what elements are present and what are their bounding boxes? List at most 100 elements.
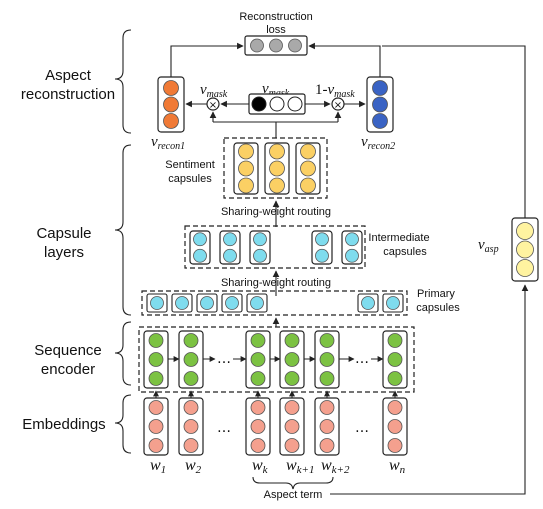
- times-sign-right: ×: [334, 100, 342, 111]
- mask-unit-on: [251, 96, 267, 112]
- v-mask-label-left: vmask: [200, 82, 228, 100]
- sentiment-capsules-group: [223, 137, 328, 199]
- reconstruction-loss-label-line1: Reconstruction: [239, 11, 312, 23]
- section-embeddings: Embeddings: [22, 416, 105, 433]
- embedding-unit: [250, 419, 266, 434]
- v-asp-label: vasp: [478, 237, 499, 255]
- sentiment-capsule-unit: [238, 160, 254, 177]
- asp-unit: [516, 240, 534, 259]
- embedding-unit: [148, 438, 164, 453]
- sentiment-to-mask-connector: [213, 121, 338, 138]
- v-recon1-label: vrecon1: [151, 134, 185, 152]
- word-label: wk: [252, 457, 269, 476]
- encoder-unit: [284, 371, 300, 386]
- embedding-unit: [148, 419, 164, 434]
- encoder-unit: [148, 352, 164, 367]
- word-label: wk+2: [321, 457, 350, 476]
- section-sequence-encoder-line2: encoder: [41, 361, 95, 378]
- primary-capsules-label-line1: Primary: [417, 288, 455, 300]
- asp-unit: [516, 259, 534, 277]
- section-capsule-layers-line2: layers: [44, 244, 84, 261]
- primary-capsules-label-line2: capsules: [416, 302, 460, 314]
- primary-capsules-group: [141, 290, 408, 316]
- encoder-columns: ……: [143, 330, 408, 398]
- section-aspect-reconstruction-line1: Aspect: [45, 67, 92, 84]
- reconstruction-loss-label-line2: loss: [266, 24, 286, 36]
- embedding-ellipsis: …: [217, 420, 231, 436]
- encoder-unit: [183, 371, 199, 386]
- loss-unit: [250, 38, 264, 53]
- embedding-ellipsis: …: [355, 420, 369, 436]
- mask-unit-off: [269, 96, 285, 112]
- embedding-unit: [284, 438, 300, 453]
- recon2-unit: [372, 80, 388, 96]
- sentiment-capsule-unit: [300, 177, 316, 194]
- mask-unit-off: [287, 96, 303, 112]
- primary-capsule-row: [146, 293, 404, 313]
- word-label: w1: [150, 457, 166, 476]
- recon1-unit: [163, 113, 179, 129]
- word-label: wk+1: [286, 457, 314, 476]
- primary-capsule-unit: [175, 296, 189, 310]
- bracket-embeddings: [114, 394, 132, 454]
- embedding-unit: [183, 400, 199, 415]
- sentiment-capsule-unit: [300, 160, 316, 177]
- sentiment-capsule-unit: [269, 177, 285, 194]
- encoder-unit: [250, 371, 266, 386]
- word-label: wn: [389, 457, 406, 476]
- embedding-unit: [387, 419, 403, 434]
- encoder-unit: [250, 333, 266, 348]
- sentiment-capsule-unit: [238, 177, 254, 194]
- primary-capsule-unit: [386, 296, 400, 310]
- primary-capsule-unit: [250, 296, 264, 310]
- encoder-unit: [183, 333, 199, 348]
- asp-unit: [516, 222, 534, 240]
- intermediate-capsule-unit: [253, 248, 267, 263]
- recon1-unit: [163, 96, 179, 113]
- recon2-unit: [372, 96, 388, 113]
- embedding-unit: [183, 419, 199, 434]
- embedding-unit: [387, 438, 403, 453]
- intermediate-capsule-unit: [345, 248, 359, 263]
- section-sequence-encoder-line1: Sequence: [34, 342, 102, 359]
- bracket-capsule-layers: [114, 144, 132, 316]
- primary-capsule-unit: [200, 296, 214, 310]
- aspect-term-brace: [252, 476, 334, 490]
- bracket-sequence-encoder: [114, 321, 132, 386]
- primary-capsule-unit: [361, 296, 375, 310]
- intermediate-capsule-unit: [345, 232, 359, 247]
- sequence-encoder-group: [138, 326, 415, 393]
- encoder-unit: [250, 352, 266, 367]
- aspect-to-loss-line: [382, 45, 526, 218]
- encoder-ellipsis: …: [217, 351, 231, 367]
- recon2-to-loss-arrow: [308, 42, 381, 77]
- recon2-unit: [372, 113, 388, 129]
- sentiment-capsule-columns: [233, 142, 321, 195]
- intermediate-capsule-unit: [193, 248, 207, 263]
- encoder-unit: [284, 333, 300, 348]
- intermediate-capsule-unit: [315, 248, 329, 263]
- word-label: w2: [185, 457, 202, 476]
- sentiment-capsule-unit: [269, 160, 285, 177]
- intermediate-capsule-unit: [223, 232, 237, 247]
- embedding-unit: [284, 400, 300, 415]
- embedding-unit: [319, 438, 335, 453]
- embedding-unit: [183, 438, 199, 453]
- one-minus-v-mask-label: 1-vmask: [315, 82, 355, 100]
- encoder-unit: [284, 352, 300, 367]
- sentiment-capsules-label-line2: capsules: [168, 173, 212, 185]
- encoder-unit: [319, 333, 335, 348]
- embedding-columns: ……: [143, 397, 408, 456]
- sentiment-capsule-unit: [300, 143, 316, 160]
- word-labels: w1 w2 wk wk+1 wk+2 wn: [150, 457, 406, 476]
- encoder-unit: [387, 371, 403, 386]
- intermediate-capsule-columns: [189, 230, 363, 265]
- embedding-unit: [250, 400, 266, 415]
- encoder-unit: [387, 352, 403, 367]
- embedding-unit: [319, 419, 335, 434]
- times-sign-left: ×: [209, 100, 217, 111]
- sentiment-capsule-unit: [238, 143, 254, 160]
- primary-capsule-unit: [225, 296, 239, 310]
- embedding-unit: [284, 419, 300, 434]
